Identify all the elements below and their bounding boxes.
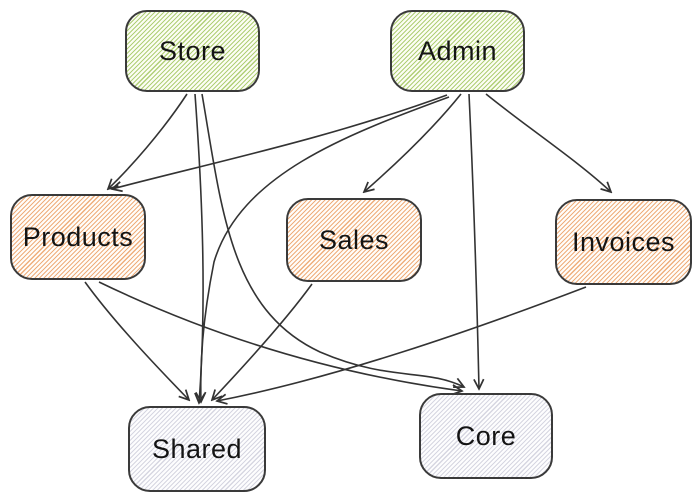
node-sales-label: Sales bbox=[318, 224, 390, 255]
node-products: Products bbox=[10, 194, 146, 280]
edge-admin-to-core bbox=[468, 93, 479, 389]
edge-admin-to-sales bbox=[364, 93, 462, 192]
node-invoices: Invoices bbox=[555, 199, 692, 285]
node-admin: Admin bbox=[390, 10, 525, 92]
node-core: Core bbox=[419, 393, 553, 479]
edge-products-to-shared bbox=[84, 281, 189, 400]
node-store-label: Store bbox=[158, 35, 227, 66]
node-products-label: Products bbox=[22, 221, 134, 252]
edge-products-to-core bbox=[98, 281, 462, 391]
edge-admin-to-invoices bbox=[485, 93, 611, 192]
node-core-label: Core bbox=[455, 420, 517, 451]
edge-admin-to-products bbox=[112, 94, 448, 189]
edge-sales-to-shared bbox=[212, 283, 313, 400]
node-shared-label: Shared bbox=[151, 433, 243, 464]
edge-invoices-to-shared bbox=[217, 286, 587, 401]
node-shared: Shared bbox=[128, 406, 266, 492]
node-admin-label: Admin bbox=[417, 35, 498, 66]
node-store: Store bbox=[125, 10, 260, 92]
edge-store-to-products bbox=[108, 93, 188, 189]
node-invoices-label: Invoices bbox=[571, 226, 676, 257]
edge-store-to-shared bbox=[195, 93, 203, 403]
node-sales: Sales bbox=[286, 198, 422, 282]
